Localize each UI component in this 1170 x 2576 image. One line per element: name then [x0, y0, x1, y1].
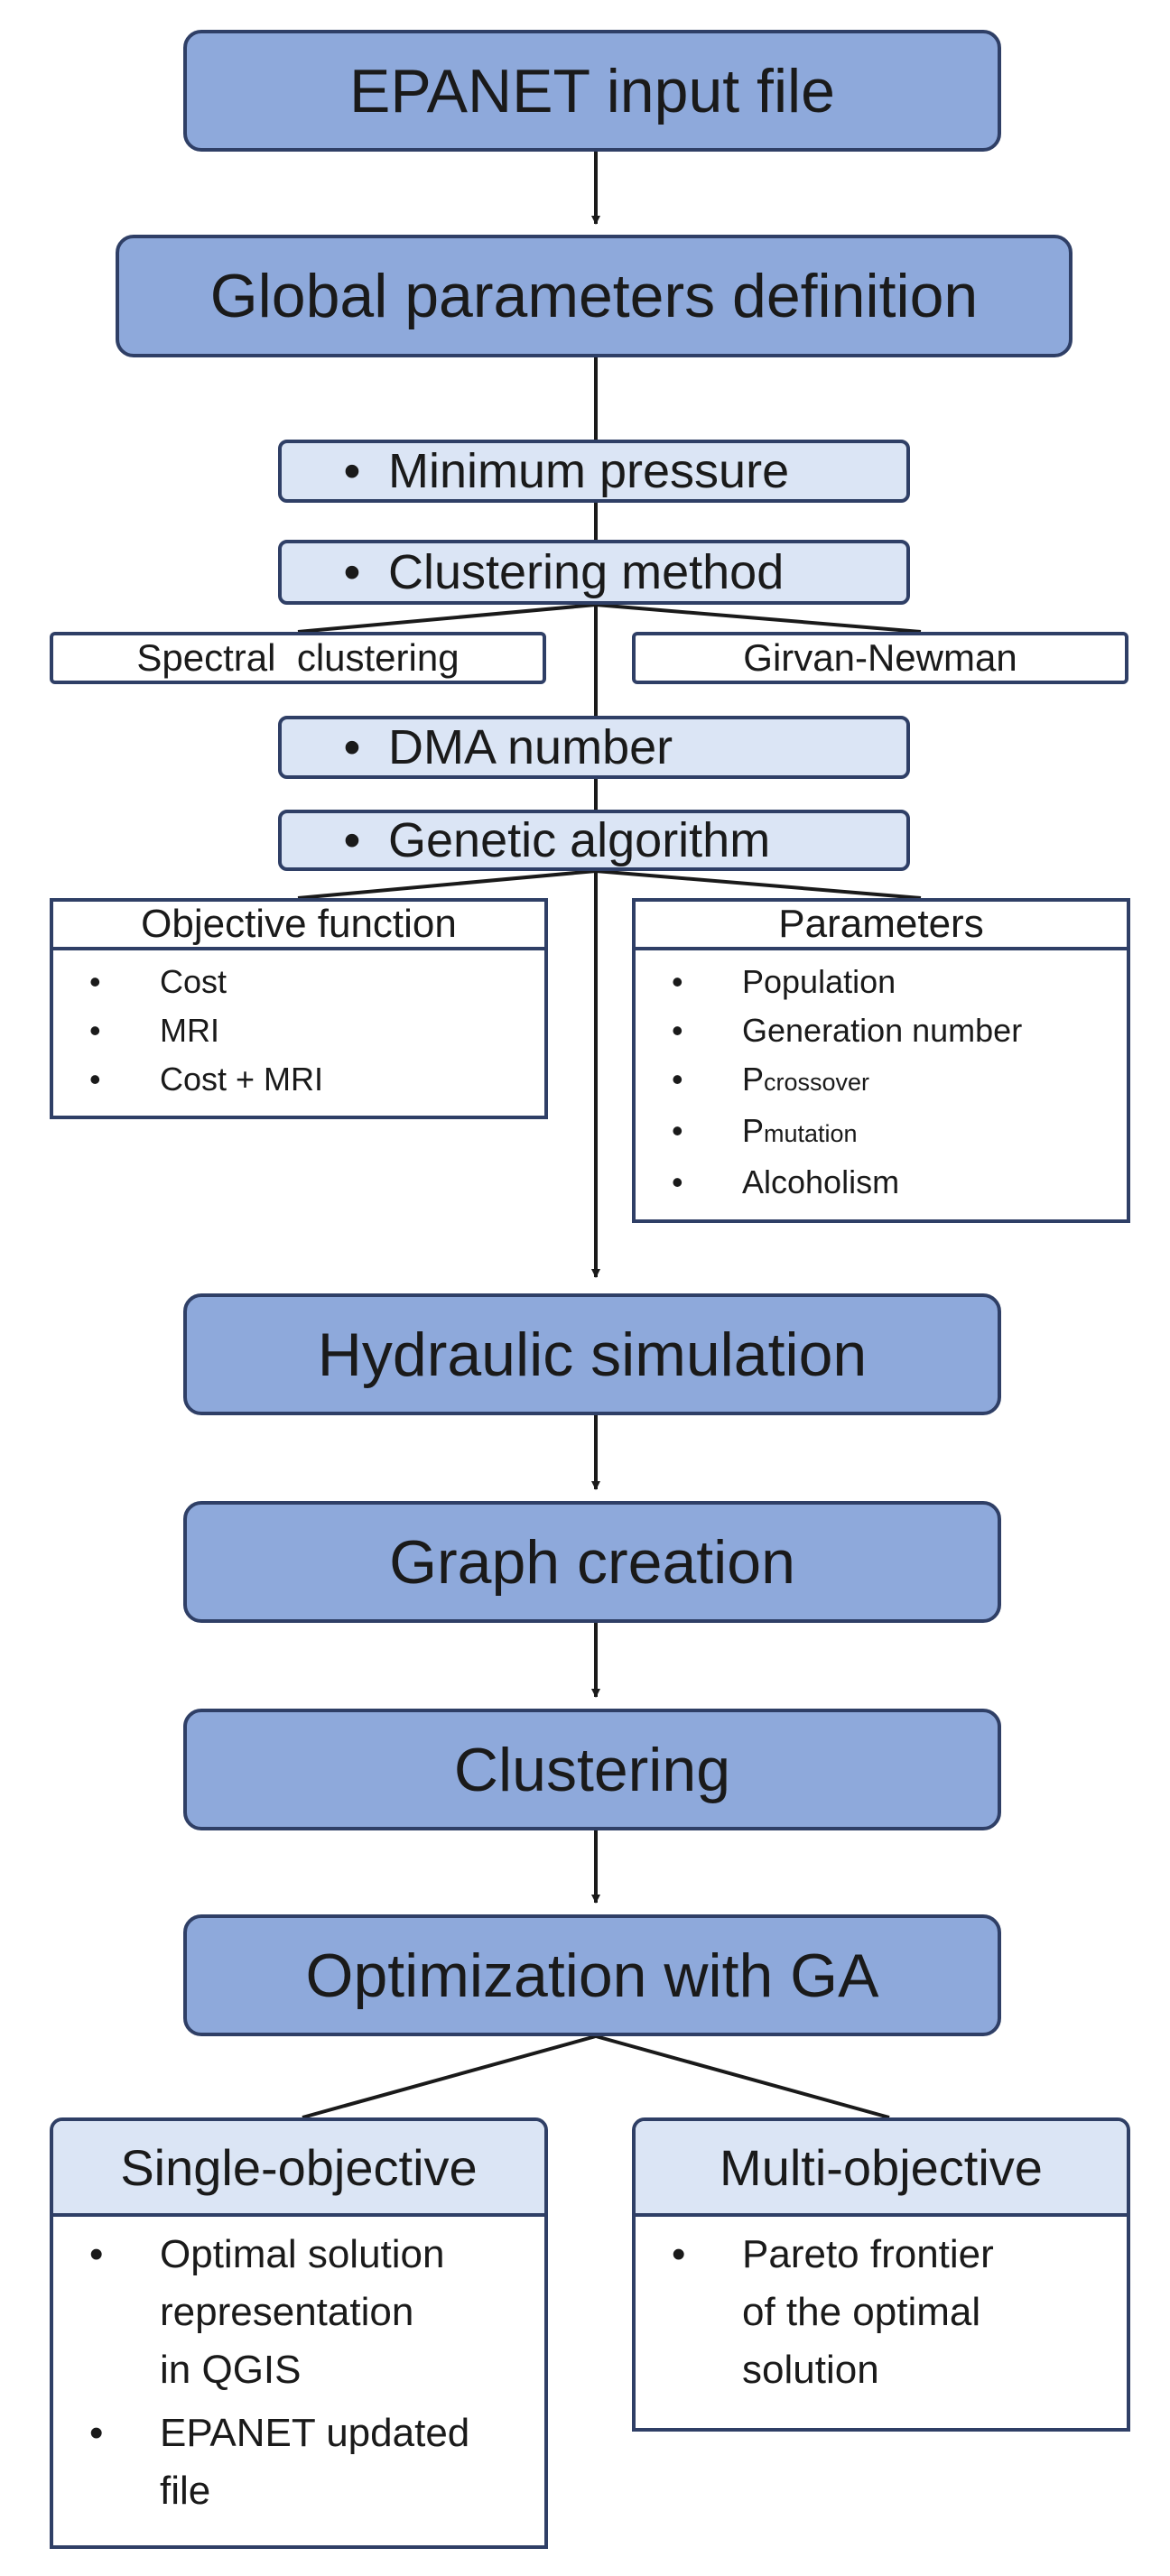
girvan-newman-box: Girvan-Newman: [632, 632, 1128, 684]
crossover-subscript: crossover: [764, 1069, 870, 1096]
objective-item-mri: MRI: [53, 1006, 544, 1055]
param-item-p-mutation: Pmutation: [636, 1107, 1127, 1158]
mutation-subscript: mutation: [764, 1120, 858, 1147]
objective-function-panel: Objective function Cost MRI Cost + MRI: [50, 898, 548, 1119]
multi-objective-list: Pareto frontier of the optimal solution: [636, 2217, 1127, 2399]
p-symbol: P: [742, 1061, 765, 1098]
optimization-ga-box: Optimization with GA: [183, 1914, 1001, 2036]
hydraulic-simulation-label: Hydraulic simulation: [317, 1320, 868, 1389]
clustering-method-box: • Clustering method: [278, 540, 910, 605]
objective-function-title: Objective function: [53, 902, 544, 950]
multi-objective-title: Multi-objective: [636, 2121, 1127, 2217]
single-item-epanet-updated: EPANET updated file: [53, 2405, 544, 2520]
girvan-newman-label: Girvan-Newman: [743, 636, 1017, 679]
minimum-pressure-box: • Minimum pressure: [278, 440, 910, 503]
branch-to-multi: [595, 2034, 890, 2119]
ga-parameters-list: Population Generation number Pcrossover …: [636, 950, 1127, 1207]
epanet-input-box: EPANET input file: [183, 30, 1001, 152]
bullet: •: [343, 545, 361, 599]
param-item-alcoholism: Alcoholism: [636, 1158, 1127, 1207]
multi-item-pareto: Pareto frontier of the optimal solution: [636, 2226, 1127, 2399]
spectral-clustering-box: Spectral clustering: [50, 632, 546, 684]
branch-to-spectral: [297, 603, 597, 634]
genetic-algorithm-label: Genetic algorithm: [388, 813, 771, 867]
clustering-method-label: Clustering method: [388, 545, 785, 599]
objective-item-cost-mri: Cost + MRI: [53, 1055, 544, 1104]
branch-to-parameters: [595, 869, 922, 900]
single-objective-panel: Single-objective Optimal solution repres…: [50, 2117, 548, 2549]
param-item-generation-number: Generation number: [636, 1006, 1127, 1055]
bullet: •: [343, 444, 361, 498]
graph-creation-box: Graph creation: [183, 1501, 1001, 1623]
optimization-ga-label: Optimization with GA: [305, 1941, 879, 2010]
ga-parameters-title: Parameters: [636, 902, 1127, 950]
single-objective-list: Optimal solution representation in QGIS …: [53, 2217, 544, 2520]
bullet: •: [343, 813, 361, 867]
spectral-clustering-label: Spectral clustering: [136, 636, 460, 679]
clustering-box: Clustering: [183, 1709, 1001, 1830]
param-item-p-crossover: Pcrossover: [636, 1055, 1127, 1107]
global-parameters-label: Global parameters definition: [209, 262, 979, 330]
branch-to-single: [302, 2034, 597, 2119]
p-symbol: P: [742, 1112, 765, 1149]
objective-function-list: Cost MRI Cost + MRI: [53, 950, 544, 1104]
graph-creation-label: Graph creation: [389, 1527, 795, 1597]
param-item-population: Population: [636, 958, 1127, 1006]
dma-number-label: DMA number: [388, 720, 673, 774]
hydraulic-simulation-box: Hydraulic simulation: [183, 1293, 1001, 1415]
minimum-pressure-label: Minimum pressure: [388, 444, 790, 498]
epanet-input-label: EPANET input file: [349, 56, 835, 125]
bullet: •: [343, 720, 361, 774]
clustering-label: Clustering: [453, 1735, 731, 1804]
branch-to-girvan: [595, 603, 922, 634]
branch-to-objective: [297, 869, 597, 900]
global-parameters-box: Global parameters definition: [116, 235, 1072, 357]
multi-objective-panel: Multi-objective Pareto frontier of the o…: [632, 2117, 1130, 2432]
single-objective-title: Single-objective: [53, 2121, 544, 2217]
dma-number-box: • DMA number: [278, 716, 910, 779]
single-item-optimal-solution: Optimal solution representation in QGIS: [53, 2226, 544, 2399]
ga-parameters-panel: Parameters Population Generation number …: [632, 898, 1130, 1223]
objective-item-cost: Cost: [53, 958, 544, 1006]
genetic-algorithm-box: • Genetic algorithm: [278, 810, 910, 871]
